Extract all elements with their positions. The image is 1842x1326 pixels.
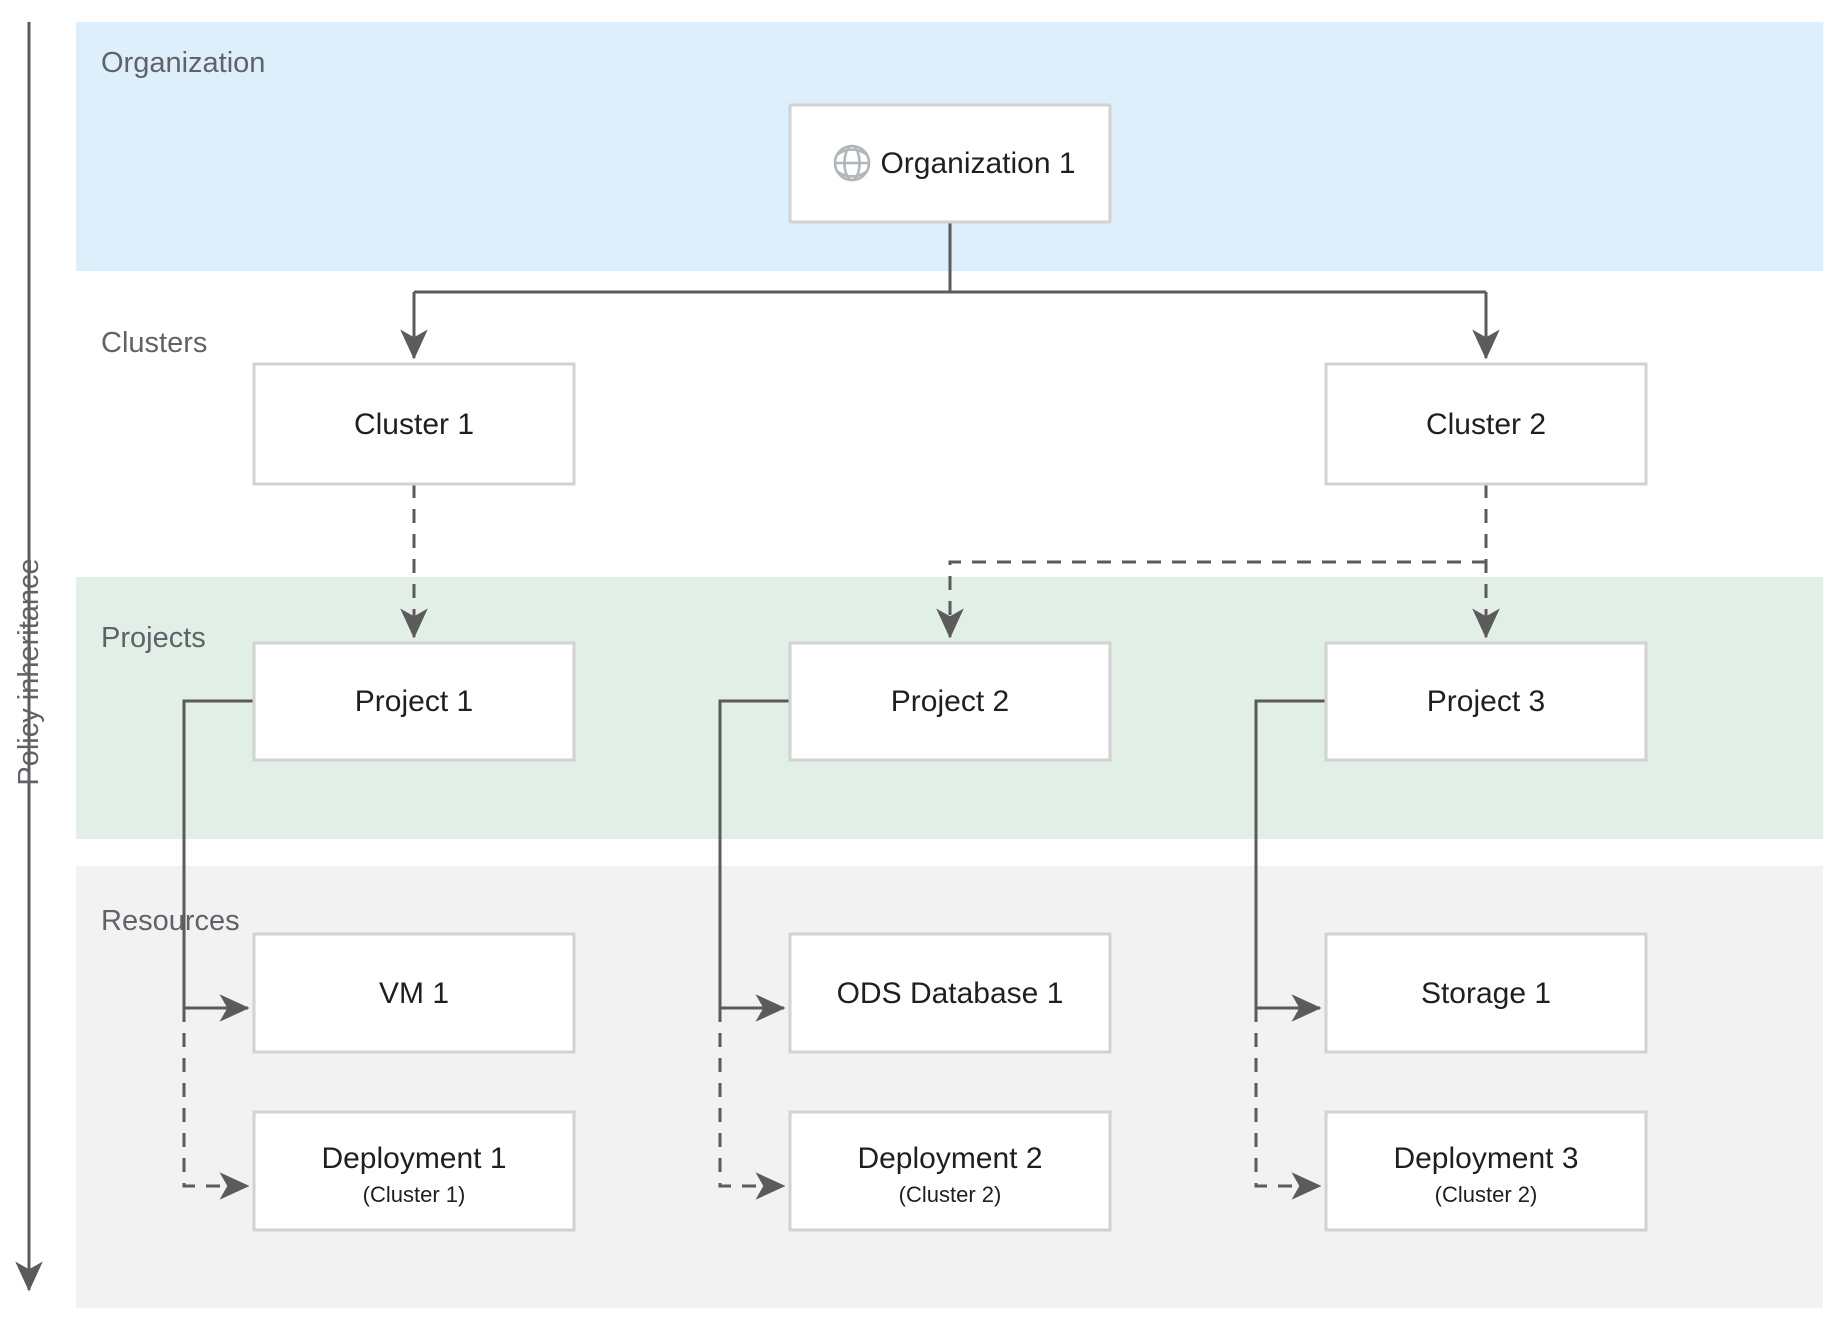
- policy-inheritance-label: Policy inheritance: [13, 558, 45, 785]
- node-deployment-1[interactable]: Deployment 1 (Cluster 1): [252, 1110, 576, 1232]
- node-sublabel-deployment-3: (Cluster 2): [1435, 1182, 1538, 1207]
- edge-org-to-clusters: [400, 222, 1500, 360]
- node-label-storage-1: Storage 1: [1421, 977, 1551, 1010]
- node-deployment-3[interactable]: Deployment 3 (Cluster 2): [1324, 1110, 1648, 1232]
- band-resources: Resources: [76, 866, 1823, 1308]
- edge-project1-to-resources: [182, 699, 254, 1200]
- node-cluster-1[interactable]: Cluster 1: [252, 362, 576, 486]
- node-vm-1[interactable]: VM 1: [252, 932, 576, 1054]
- node-sublabel-deployment-2: (Cluster 2): [899, 1182, 1002, 1207]
- node-label-deployment-1: Deployment 1: [321, 1142, 506, 1175]
- band-label-clusters: Clusters: [101, 327, 207, 359]
- node-project-2[interactable]: Project 2: [788, 641, 1112, 762]
- node-organization-1[interactable]: Organization 1: [788, 103, 1112, 224]
- node-label-project-2: Project 2: [891, 685, 1009, 718]
- node-ods-database-1[interactable]: ODS Database 1: [788, 932, 1112, 1054]
- node-deployment-2[interactable]: Deployment 2 (Cluster 2): [788, 1110, 1112, 1232]
- policy-inheritance-axis: Policy inheritance: [13, 22, 45, 1292]
- node-label-cluster-2: Cluster 2: [1426, 408, 1546, 441]
- band-clusters: Clusters: [101, 327, 207, 359]
- node-label-cluster-1: Cluster 1: [354, 408, 474, 441]
- globe-icon: [833, 144, 871, 182]
- node-label-vm-1: VM 1: [379, 977, 449, 1010]
- edge-cluster2-to-project2: [936, 560, 1486, 639]
- node-cluster-2[interactable]: Cluster 2: [1324, 362, 1648, 486]
- edge-project2-to-resources: [718, 699, 790, 1200]
- edge-project3-to-resources: [1254, 699, 1326, 1200]
- node-label-deployment-3: Deployment 3: [1393, 1142, 1578, 1175]
- node-label-project-3: Project 3: [1427, 685, 1545, 718]
- band-label-organization: Organization: [101, 47, 265, 79]
- node-label-deployment-2: Deployment 2: [857, 1142, 1042, 1175]
- node-label-ods-database-1: ODS Database 1: [837, 977, 1064, 1010]
- node-project-1[interactable]: Project 1: [252, 641, 576, 762]
- node-project-3[interactable]: Project 3: [1324, 641, 1648, 762]
- node-label-project-1: Project 1: [355, 685, 473, 718]
- band-label-projects: Projects: [101, 622, 206, 654]
- band-label-resources: Resources: [101, 905, 240, 937]
- node-storage-1[interactable]: Storage 1: [1324, 932, 1648, 1054]
- node-label-organization-1: Organization 1: [880, 147, 1075, 180]
- node-sublabel-deployment-1: (Cluster 1): [363, 1182, 466, 1207]
